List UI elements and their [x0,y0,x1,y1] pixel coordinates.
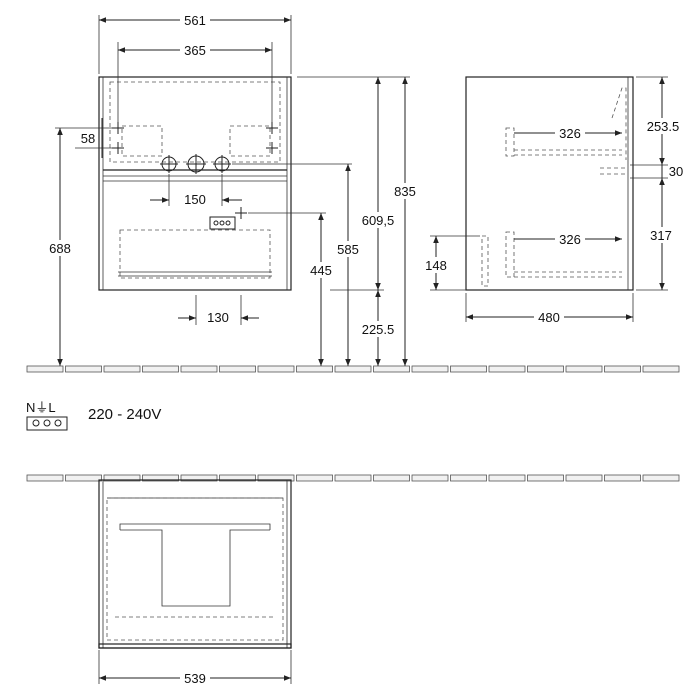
dim-wall-height: 688 [49,241,71,256]
floor-tile [527,365,564,373]
terminal-box [26,416,68,431]
dim-socket-height: 445 [310,263,332,278]
floor-tile [180,474,218,482]
floor-tile [296,365,333,373]
dim-top-height: 609,5 [362,213,395,228]
dim-side-bottom: 148 [425,258,447,273]
floor-tile [565,365,603,373]
floor-tile [488,365,526,373]
floor-tile [103,474,141,482]
side-view: 326 326 253.5 30 317 148 480 [420,76,683,325]
floor-tile [450,474,487,482]
floor-tile [142,474,179,482]
floor-tile [334,365,372,373]
floor-tile [488,474,526,482]
dim-total-height: 835 [394,184,416,199]
dim-lower-depth: 326 [559,232,581,247]
terminal-label: N⏚L [26,400,56,415]
tap-marks [112,122,278,154]
top-cabinet-outline [98,479,292,649]
floor-tile [373,474,410,482]
voltage-label: 220 - 240V [88,406,161,423]
floor-tile [219,474,256,482]
floor-tile [103,365,141,373]
floor-tile [411,365,449,373]
dim-socket-offset: 130 [207,310,229,325]
floor-tile [527,474,564,482]
socket-box [209,216,236,230]
floor-tile [642,365,680,373]
floor-tile [450,365,487,373]
drain-marks [160,154,231,174]
dim-drain-spacing: 150 [184,192,206,207]
floor-tile [180,365,218,373]
floor-tile [296,474,333,482]
floor-tile [565,474,603,482]
floor-tile [373,365,410,373]
floor-tile [642,474,680,482]
floor-tile [604,474,641,482]
floor-tile [257,365,295,373]
floor-tile [334,474,372,482]
dim-side-lower: 317 [650,228,672,243]
floor-tile [411,474,449,482]
side-cabinet-outline [465,76,634,291]
floor-tile [65,474,102,482]
dim-bottom-clearance: 225.5 [362,322,395,337]
dim-tap-spacing: 365 [184,43,206,58]
dim-side-middle: 30 [669,164,683,179]
dim-drain-height: 585 [337,242,359,257]
dim-side-upper: 253.5 [647,119,680,134]
dim-side-depth: 480 [538,310,560,325]
dim-front-width: 561 [184,13,206,28]
floor-tile [219,365,256,373]
floor-tile [604,365,641,373]
top-view: 539 [98,479,292,686]
dim-drawer-width: 539 [184,671,206,686]
floor-tile [26,365,64,373]
floor-tiles-bottom [26,474,680,482]
floor-tile [257,474,295,482]
electrical-symbol: N⏚L 220 - 240V [26,400,161,431]
dim-upper-depth: 326 [559,126,581,141]
dim-tap-offset: 58 [81,131,95,146]
floor-tile [65,365,102,373]
front-view: 561 365 58 688 150 130 [44,12,420,366]
floor-tile [26,474,64,482]
floor-tiles-top [26,365,680,373]
front-cabinet-outline [98,76,292,291]
floor-tile [142,365,179,373]
